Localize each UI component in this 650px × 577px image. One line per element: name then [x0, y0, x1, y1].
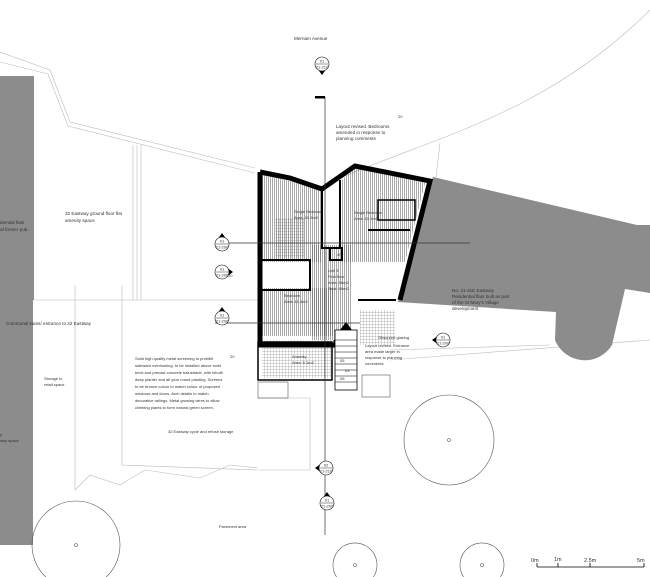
building-plan	[257, 163, 434, 399]
svg-text:20: 20	[230, 354, 235, 359]
section-sheet-ref: 21-200	[216, 273, 229, 278]
svg-text:brick and precast concrete bal: brick and precast concrete balustrade, w…	[135, 370, 223, 375]
svg-text:05: 05	[340, 358, 345, 363]
section-sheet-ref: 21-210	[320, 469, 333, 474]
left-lower-label: y	[0, 432, 2, 437]
svg-text:Solid high quality metal scree: Solid high quality metal screening to pr…	[135, 356, 214, 361]
room-label: Bedroom	[284, 293, 301, 298]
unit-area: Area: 56m2	[328, 280, 349, 285]
left-lower-label-2: way space	[0, 438, 20, 443]
section-sheet-ref: 21-200	[216, 319, 229, 324]
neighbour-building-left	[0, 76, 34, 300]
trees	[31, 394, 505, 577]
section-number: 01	[220, 239, 225, 244]
section-number: 01	[441, 335, 446, 340]
unit-label: Unit 3	[328, 268, 339, 273]
room-label: Single Bedroom	[354, 210, 383, 215]
section-number: 01	[320, 59, 325, 64]
svg-text:of the St Mary's Village: of the St Mary's Village	[452, 300, 499, 305]
section-sheet-ref: 21-200	[321, 504, 334, 509]
section-number: 01	[220, 313, 225, 318]
room-area: Area: 10.3m2	[294, 215, 319, 220]
tree	[403, 394, 495, 486]
section-number: 01	[325, 498, 330, 503]
road-label: Merriam Avenue	[294, 36, 328, 41]
tree	[31, 500, 121, 577]
scale-tick: 1m	[554, 557, 562, 563]
svg-text:climbing plants to form natura: climbing plants to form natural green sc…	[135, 405, 214, 410]
svg-text:20: 20	[228, 273, 233, 278]
room-area: Area: 10.1m2	[354, 216, 379, 221]
section-sheet-ref: 21-200	[216, 245, 229, 250]
tree	[459, 542, 505, 577]
neighbour-building-right	[398, 177, 650, 361]
svg-text:planning comments: planning comments	[336, 136, 377, 141]
svg-text:windows and doors. Arch detail: windows and doors. Arch details to match	[135, 391, 209, 396]
room-label: Single Bedroom	[294, 209, 323, 214]
scale-tick: 2.5m	[584, 558, 597, 564]
svg-text:sideward overlooking, to be in: sideward overlooking, to be installed ab…	[135, 363, 221, 368]
tree	[332, 542, 378, 577]
svg-text:40: 40	[337, 252, 342, 257]
room-label: Amenity	[292, 354, 306, 359]
scale-bar: 0m 1m 2.5m 5m	[531, 557, 645, 568]
svg-text:Layout revised. Entrance: Layout revised. Entrance	[365, 343, 410, 348]
layout-note-top: Layout revised. Bedrooms amended in resp…	[336, 124, 390, 141]
svg-text:20: 20	[398, 114, 403, 119]
svg-text:response to planning: response to planning	[365, 355, 402, 360]
room-area: Area: 11.4m2	[284, 299, 308, 304]
entrance-note: Layout revised. Entrance area made large…	[365, 343, 410, 366]
storage-label-2: retail space	[44, 382, 65, 387]
section-number: 02	[324, 463, 329, 468]
section-sheet-ref: 21-210	[316, 65, 329, 70]
pavement-label: Pavement area	[219, 524, 247, 529]
neighbour-label: No. 21-31E Eastway Residential flats bui…	[452, 288, 510, 311]
dimension-tags: 20 20 20 40 05 06 03	[228, 114, 403, 381]
svg-text:decorative railings. Metal gro: decorative railings. Metal growing wires…	[135, 398, 220, 403]
communal-label: Communal stairs/ entrance to 32 Eastway	[6, 321, 92, 326]
scale-tick: 0m	[531, 558, 539, 564]
section-markers: 0121-2100121-2000121-2000121-2000121-200…	[214, 56, 451, 511]
svg-text:to be bronze colour to match c: to be bronze colour to match colour of p…	[135, 384, 220, 389]
svg-text:area made larger in: area made larger in	[365, 349, 400, 354]
svg-text:amended in response to: amended in response to	[336, 130, 386, 135]
screening-note: Solid high quality metal screening to pr…	[135, 356, 223, 410]
svg-text:deep planter and all year roun: deep planter and all year round planting…	[135, 377, 222, 382]
svg-text:Layout revised. Bedrooms: Layout revised. Bedrooms	[336, 124, 390, 129]
obscured-glazing-label: Obscured glazing	[378, 335, 409, 340]
storage-label: Storage to	[44, 376, 63, 381]
svg-text:comments: comments	[365, 361, 383, 366]
svg-text:06: 06	[340, 376, 345, 381]
svg-text:Residential flats built as par: Residential flats built as part	[452, 294, 510, 299]
unit-floor: First floor	[328, 274, 345, 279]
amenity-label: 32 Eastway ground floor flat	[65, 211, 123, 216]
svg-text:No. 21-31E Eastway: No. 21-31E Eastway	[452, 288, 495, 293]
neighbour-building-left-lower	[0, 283, 33, 545]
left-flats-label: idential flats	[0, 220, 25, 225]
svg-text:03: 03	[345, 368, 350, 373]
amenity-label-2: amenity space	[65, 218, 95, 223]
left-flats-label-2: of former pub.	[0, 227, 29, 232]
svg-text:development: development	[452, 306, 479, 311]
section-number: 01	[220, 267, 225, 272]
section-sheet-ref: 21-200	[437, 341, 450, 346]
unit-total: Total: 66m2	[328, 286, 349, 291]
scale-tick: 5m	[637, 558, 645, 564]
room-area: Area: 5.1m2	[292, 360, 315, 365]
cycle-storage-label: 32 Eastway cycle and refuse storage	[168, 429, 234, 434]
